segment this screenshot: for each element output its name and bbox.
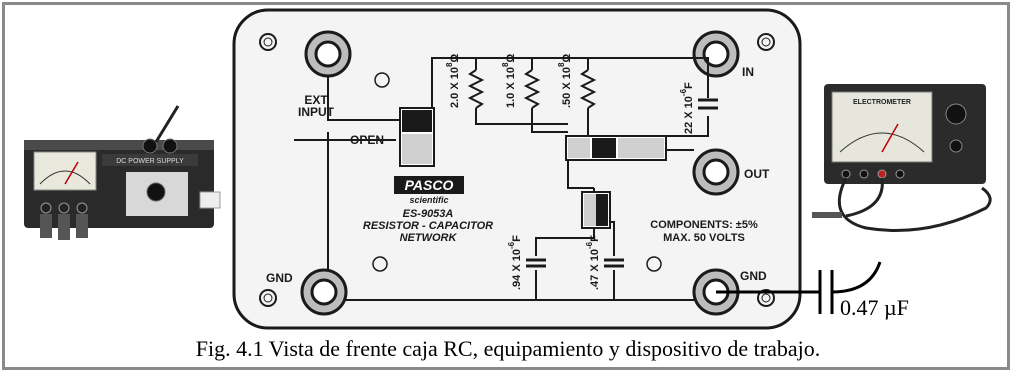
components-tolerance: COMPONENTS: ±5% (650, 219, 758, 231)
screw-icon (259, 289, 277, 307)
psu-title: DC POWER SUPPLY (116, 158, 184, 165)
resistor-value: 1.0 X 108Ω (501, 54, 517, 108)
electrometer-meter-icon (831, 91, 933, 163)
psu-knob-icon (146, 182, 166, 202)
electrometer-knob-icon (949, 139, 963, 153)
resistor-value: 2.0 X 108Ω (445, 54, 461, 108)
svg-text:2.0 X 108Ω: 2.0 X 108Ω (445, 54, 461, 108)
figure-caption: Fig. 4.1 Vista de frente caja RC, equipa… (195, 336, 821, 361)
screw-icon (757, 289, 775, 307)
gnd-right-label: GND (740, 269, 767, 283)
svg-text:.47 X 10-6F: .47 X 10-6F (585, 235, 601, 290)
capacitor-icon (526, 258, 546, 268)
psu-top (24, 140, 214, 150)
mount-hole-icon (374, 72, 390, 88)
capacitor-value: .94 X 10-6F (507, 235, 523, 290)
gnd-left-terminal[interactable] (300, 268, 348, 316)
external-capacitor-label: 0.47 µF (840, 295, 909, 320)
brand-sub: scientific (409, 195, 448, 205)
out-terminal[interactable] (692, 148, 740, 196)
model-number: ES-9053A (403, 208, 454, 220)
svg-text:1.0 X 108Ω: 1.0 X 108Ω (501, 54, 517, 108)
capacitor-icon (698, 98, 718, 110)
components-max-voltage: MAX. 50 VOLTS (663, 232, 745, 244)
electrometer-knob-icon (945, 103, 967, 125)
electrometer-title: ELECTROMETER (853, 99, 911, 106)
screw-icon (259, 33, 277, 51)
brand-name: PASCO (405, 177, 454, 193)
board-name: NETWORK (400, 232, 458, 244)
ext-input-label: EXT (304, 93, 328, 107)
electrometer-photo: ELECTROMETER (812, 84, 992, 232)
selector-switch-top[interactable] (565, 135, 667, 161)
mount-hole-icon (646, 256, 662, 272)
svg-text:.50 X 108Ω: .50 X 108Ω (557, 54, 573, 108)
ext-input-label: INPUT (298, 105, 335, 119)
in-terminal[interactable] (692, 30, 740, 78)
psu-jack-icon (142, 138, 158, 154)
svg-text:22 X 10-6F: 22 X 10-6F (679, 82, 695, 134)
psu-terminal-icon (76, 202, 88, 214)
out-label: OUT (744, 167, 770, 181)
psu-terminal-icon (58, 202, 70, 214)
capacitor-value: 22 X 10-6F (679, 82, 695, 134)
resistor-icon (467, 69, 485, 109)
resistor-value: .50 X 108Ω (557, 54, 573, 108)
capacitor-icon (604, 258, 624, 268)
open-switch[interactable] (399, 107, 435, 167)
psu-terminal-icon (40, 202, 52, 214)
psu-jack-icon (162, 138, 178, 154)
resistor-icon (579, 69, 597, 109)
dc-power-supply-photo: DC POWER SUPPLY (24, 105, 221, 240)
resistor-icon (523, 69, 541, 109)
mount-hole-icon (372, 256, 388, 272)
capacitor-value: .47 X 10-6F (585, 235, 601, 290)
selector-switch-bottom[interactable] (581, 191, 611, 229)
rc-network-board: EXT INPUT OPEN GND IN OUT GND PASCO scie… (232, 8, 802, 330)
board-name: RESISTOR - CAPACITOR (363, 220, 493, 232)
ext-input-terminal[interactable] (304, 30, 352, 78)
open-label: OPEN (350, 133, 384, 147)
screw-icon (757, 33, 775, 51)
svg-text:.94 X 10-6F: .94 X 10-6F (507, 235, 523, 290)
board-outline (232, 8, 802, 330)
pasco-logo (394, 176, 464, 194)
in-label: IN (742, 65, 754, 79)
gnd-left-label: GND (266, 271, 293, 285)
